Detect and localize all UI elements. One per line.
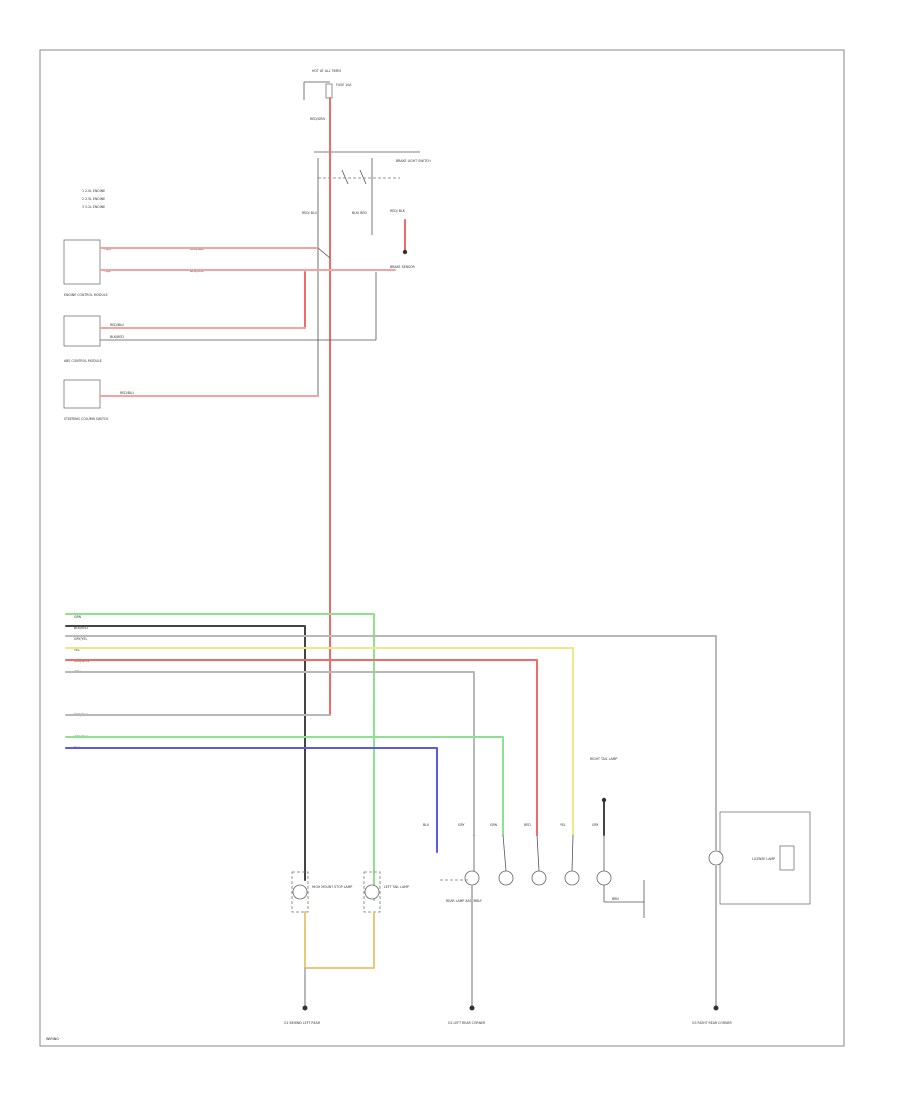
ecu-notes: 1 2.0L ENGINE 2 2.5L ENGINE 3 3.2L ENGIN… xyxy=(82,189,105,209)
cruise-module-label: STEERING COLUMN SWITCH xyxy=(64,417,109,421)
bus-label-2: BLK/RED xyxy=(74,626,88,630)
bus-green xyxy=(65,613,375,901)
license-label: LICENSE LAMP xyxy=(752,857,775,861)
lamp-bulb-4 xyxy=(564,870,580,886)
fuse-block: HOT AT ALL TIMES FUSE 10A RED/GRN xyxy=(303,69,352,121)
lamp-bulb-3 xyxy=(531,870,547,886)
fuse-block-label: HOT AT ALL TIMES xyxy=(312,69,341,73)
bus-gray xyxy=(65,671,475,836)
brake-sensor-node xyxy=(402,249,408,255)
stop-left-label: HIGH MOUNT STOP LAMP xyxy=(312,885,352,889)
lamp-bulb-5 xyxy=(596,870,612,886)
lamp-wire-d: RED xyxy=(524,823,531,827)
switch-out-left-label: RED/ BLU xyxy=(302,211,318,215)
rear-lamp-assembly: BLU GRY GRN RED YEL GRY REAR LAMP ASSEMB… xyxy=(423,823,645,918)
fuse-label: FUSE 10A xyxy=(336,83,352,87)
lamp-wire-f: GRY xyxy=(592,823,598,827)
tail-cluster-label: REAR LAMP ASSEMBLY xyxy=(446,899,482,903)
lamp-wire-a: BLU xyxy=(423,823,430,827)
ground-right-node xyxy=(713,1005,719,1011)
brake-switch-label: BRAKE LIGHT SWITCH xyxy=(396,159,431,163)
bus-label-4: YEL xyxy=(74,648,80,652)
lamp-bulb-1 xyxy=(464,870,480,886)
brake-switch: BRAKE LIGHT SWITCH RED/ BLU BLK/ RED RED… xyxy=(302,151,431,235)
ground-mid-label: G2 LEFT REAR CORNER xyxy=(448,1021,486,1025)
diagram-frame xyxy=(39,49,845,1047)
left-tail-lamp: LEFT TAIL LAMP xyxy=(363,871,409,913)
ground-label: BRN xyxy=(612,897,619,901)
license-lamp: LICENSE LAMP xyxy=(708,811,811,905)
lamp-wire-b: GRY xyxy=(458,823,464,827)
high-mount-stop-lamp: HIGH MOUNT STOP LAMP xyxy=(291,871,352,913)
steering-column-switch: STEERING COLUMN SWITCH RED/BLU xyxy=(63,379,135,421)
abs-control-module: ABS CONTROL MODULE RED/BLU BLK/RED xyxy=(63,315,125,363)
right-cluster-label: RIGHT TAIL LAMP xyxy=(590,757,617,761)
ground-mid-node xyxy=(469,1005,475,1011)
abs-wire-a-label: RED/BLU xyxy=(110,323,125,327)
brake-sensor-label: BRAKE SENSOR xyxy=(390,265,416,269)
ground-left-node xyxy=(302,1005,308,1011)
abs-wire-b-label: BLK/RED xyxy=(110,335,124,339)
ground-right-label: G3 RIGHT REAR CORNER xyxy=(692,1021,732,1025)
ecu-note-1: 1 2.0L ENGINE xyxy=(82,189,105,193)
abs-module-label: ABS CONTROL MODULE xyxy=(64,359,102,363)
yellow-up-node xyxy=(601,797,607,803)
bus-label-1: GRN xyxy=(74,615,82,619)
ecu-note-3: 3 3.2L ENGINE xyxy=(82,205,105,209)
switch-out-mid-label: BLK/ RED xyxy=(352,211,367,215)
stop-right-label: LEFT TAIL LAMP xyxy=(384,885,409,889)
lamp-wire-e: YEL xyxy=(560,823,566,827)
lamp-bulb-2 xyxy=(498,870,514,886)
feed-wire-label: RED/GRN xyxy=(310,117,325,121)
bus-green-blu xyxy=(65,736,504,836)
bus-gray-top xyxy=(65,635,717,769)
ecu-note-2: 2 2.5L ENGINE xyxy=(82,197,105,201)
engine-module-label: ENGINE CONTROL MODULE xyxy=(64,293,108,297)
ground-left-label: G1 BEHIND LEFT REAR xyxy=(284,1021,321,1025)
lamp-wire-c: GRN xyxy=(490,823,498,827)
cruise-wire-label: RED/BLU xyxy=(120,391,135,395)
bus-label-3: GRY/YEL xyxy=(74,637,87,641)
stop-lamps-ground-bridge xyxy=(304,911,375,969)
bus-red xyxy=(65,659,538,836)
bottom-tag: WIRING xyxy=(46,1037,59,1041)
bus-blue xyxy=(65,747,438,853)
bus-dark xyxy=(65,625,306,881)
bus-yellow xyxy=(65,647,574,836)
switch-out-right-label: RED/ BLK xyxy=(390,209,406,213)
